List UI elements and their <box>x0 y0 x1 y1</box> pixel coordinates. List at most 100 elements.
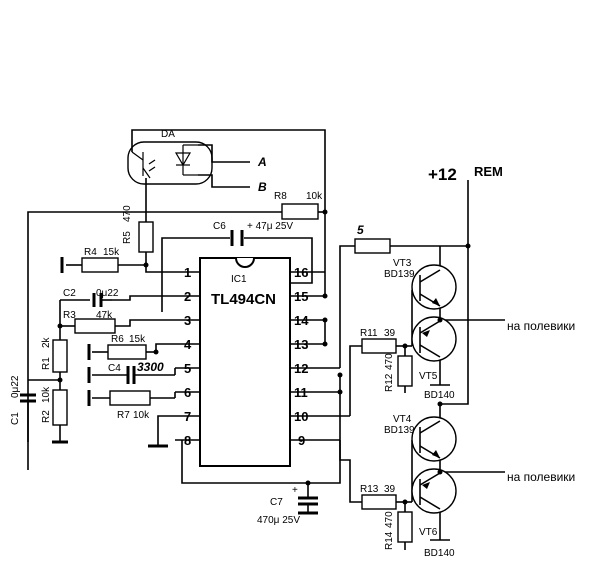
pin-12: 12 <box>294 361 308 376</box>
resistor-gate: 5 <box>354 223 391 254</box>
r8-value: 10k <box>306 191 323 202</box>
optocoupler-da: DA <box>127 129 213 185</box>
resistor-r5: R5 470 <box>122 205 154 253</box>
r5-value: 470 <box>122 205 133 222</box>
r14-value: 470 <box>384 511 395 528</box>
vt3-type: BD139 <box>384 269 415 280</box>
c1-ref: C1 <box>10 412 21 425</box>
vt4-ref: VT4 <box>393 414 412 425</box>
resistor-r13: R13 39 <box>360 484 397 510</box>
c2-ref: C2 <box>63 288 76 299</box>
resistor-r14: R14 470 <box>384 511 413 550</box>
ic-tl494: IC1 TL494CN <box>199 257 291 467</box>
r6-value: 15k <box>129 334 146 345</box>
transistor-vt5: VT5 BD140 <box>411 316 457 401</box>
r3-value: 47k <box>96 310 113 321</box>
r11-value: 39 <box>384 328 396 339</box>
r13-value: 39 <box>384 484 396 495</box>
supply-label: +12 <box>428 165 457 184</box>
r11-ref: R11 <box>360 328 378 339</box>
pin-15: 15 <box>294 289 308 304</box>
pin-13: 13 <box>294 337 308 352</box>
r7-value: 10k <box>133 410 150 421</box>
pin-3: 3 <box>184 313 191 328</box>
c7-value: 470μ 25V <box>257 515 300 526</box>
ic-left-pins <box>175 271 200 441</box>
c4-value: 3300 <box>137 360 164 374</box>
input-b-label: B <box>258 180 267 194</box>
wires-top <box>27 211 341 484</box>
r2-ref: R2 <box>41 410 52 423</box>
pin-5: 5 <box>184 361 191 376</box>
r4-ref: R4 <box>84 247 97 258</box>
rem-label: REM <box>474 164 503 179</box>
r7-ref: R7 <box>117 410 130 421</box>
r12-ref: R12 <box>384 373 395 392</box>
pin-8: 8 <box>184 433 191 448</box>
c4-ref: C4 <box>108 363 121 374</box>
pin-1: 1 <box>184 265 191 280</box>
pin-7: 7 <box>184 409 191 424</box>
resistor-r8: R8 10k <box>274 191 323 220</box>
r4-value: 15k <box>103 247 120 258</box>
pin-4: 4 <box>184 337 192 352</box>
c7-ref: C7 <box>270 497 283 508</box>
pin-9: 9 <box>298 433 305 448</box>
r1-value: 2k <box>41 336 52 348</box>
r14-ref: R14 <box>384 531 395 550</box>
r13-ref: R13 <box>360 484 379 495</box>
ground-bars <box>52 257 168 448</box>
ic-ref: IC1 <box>231 274 247 285</box>
resistor-r12: R12 470 <box>384 353 413 392</box>
junction-dots <box>57 209 471 505</box>
vt4-type: BD139 <box>384 425 415 436</box>
pin-16: 16 <box>294 265 308 280</box>
capacitor-c4: C4 3300 <box>108 360 164 384</box>
r5-ref: R5 <box>122 231 133 244</box>
r8-ref: R8 <box>274 191 287 202</box>
output-top-label: на полевики <box>507 319 575 333</box>
opto-wires <box>131 129 326 222</box>
c2-value: 0μ22 <box>96 288 119 299</box>
r12-value: 470 <box>384 353 395 370</box>
vt6-type: BD140 <box>424 548 455 559</box>
transistor-vt6: VT6 BD140 <box>411 468 457 559</box>
resistor-r3: R3 47k <box>63 310 116 334</box>
opto-inputs <box>198 144 250 188</box>
vt5-ref: VT5 <box>419 371 438 382</box>
r-gate-value: 5 <box>357 223 364 237</box>
pin-2: 2 <box>184 289 191 304</box>
vt3-ref: VT3 <box>393 258 412 269</box>
vt5-type: BD140 <box>424 390 455 401</box>
c6-ref: C6 <box>213 221 226 232</box>
pin-6: 6 <box>184 385 191 400</box>
resistor-r4: R4 15k <box>81 247 120 273</box>
output-bottom-label: на полевики <box>507 470 575 484</box>
pin-10: 10 <box>294 409 308 424</box>
resistor-r7: R7 10k <box>109 390 151 421</box>
vt6-ref: VT6 <box>419 527 438 538</box>
c1-value: 0μ22 <box>10 375 21 398</box>
capacitor-c2: C2 0μ22 <box>63 288 119 307</box>
r3-ref: R3 <box>63 310 76 321</box>
capacitor-c1: C1 0μ22 <box>10 375 36 442</box>
resistor-r2: R2 10k <box>41 386 68 426</box>
c6-value: + 47μ 25V <box>247 221 293 232</box>
capacitor-c7: + C7 470μ 25V <box>257 483 318 526</box>
transistor-vt3: VT3 BD139 <box>384 258 457 310</box>
pin-14: 14 <box>294 313 309 328</box>
ic-name: TL494CN <box>211 291 276 308</box>
r1-ref: R1 <box>41 357 52 370</box>
transistor-vt4: VT4 BD139 <box>384 414 457 462</box>
svg-text:+: + <box>292 485 298 496</box>
pin-11: 11 <box>294 385 308 400</box>
capacitor-c6: C6 + 47μ 25V <box>213 221 293 246</box>
resistor-r11: R11 39 <box>360 328 397 354</box>
optocoupler-ref: DA <box>161 129 175 140</box>
r2-value: 10k <box>41 386 52 403</box>
input-a-label: A <box>257 155 267 169</box>
r6-ref: R6 <box>111 334 124 345</box>
resistor-r1: R1 2k <box>41 336 68 373</box>
resistor-r6: R6 15k <box>107 334 147 360</box>
